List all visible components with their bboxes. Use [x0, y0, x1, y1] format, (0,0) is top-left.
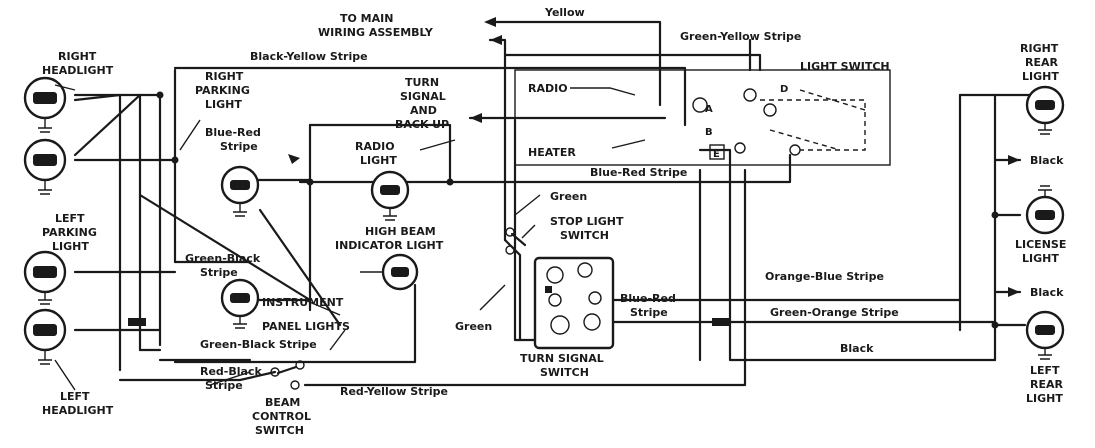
label-green-black-2: Green-Black Stripe: [200, 338, 317, 351]
beam-control-switch: [270, 360, 305, 390]
label-right-parking: LIGHT: [205, 98, 242, 111]
label-turn-signal: BACK-UP: [395, 118, 449, 131]
label-switch-a: A: [705, 104, 713, 115]
arrow-icon: [1008, 155, 1020, 165]
label-instrument: PANEL LIGHTS: [262, 320, 350, 333]
label-left-parking: LIGHT: [52, 240, 89, 253]
left-parking-lamp: [23, 250, 67, 305]
left-headlight-lamp: [23, 308, 67, 365]
splice-points: [128, 91, 999, 329]
label-switch-d: D: [780, 84, 788, 95]
label-license: LIGHT: [1022, 252, 1059, 265]
label-switch-b: B: [705, 127, 713, 138]
label-high-beam: INDICATOR LIGHT: [335, 239, 444, 252]
label-radio-light: LIGHT: [360, 154, 397, 167]
label-right-parking: PARKING: [195, 84, 250, 97]
turn-signal-switch-body: [533, 256, 615, 350]
label-stop-light: STOP LIGHT: [550, 215, 624, 228]
high-beam-indicator-lamp: [360, 253, 419, 291]
label-green-orange: Green-Orange Stripe: [770, 306, 899, 319]
switch-contact: [734, 142, 746, 154]
stop-light-switch: [505, 227, 527, 255]
label-orange-blue: Orange-Blue Stripe: [765, 270, 884, 283]
switch-contact: [789, 144, 801, 156]
label-black-3: Black: [1030, 286, 1064, 299]
label-turn-signal: TURN: [405, 76, 439, 89]
switch-terminal: [709, 144, 725, 160]
radio-light-lamp: [370, 170, 410, 221]
label-blue-red-stripe-2: Blue-Red Stripe: [590, 166, 687, 179]
label-heater: HEATER: [528, 146, 576, 159]
label-right-headlight: RIGHT: [58, 50, 97, 63]
label-blue-red-stripe: Stripe: [220, 140, 258, 153]
label-radio-light: RADIO: [355, 140, 395, 153]
arrow-icon: [484, 17, 496, 27]
label-black-2: Black: [1030, 154, 1064, 167]
label-left-rear: LEFT: [1030, 364, 1060, 377]
label-light-switch: LIGHT SWITCH: [800, 60, 890, 73]
arrows: [54, 17, 1020, 391]
label-green-2: Green: [455, 320, 492, 333]
right-parking-lamp: [23, 138, 67, 195]
label-red-black: Red-Black: [200, 365, 262, 378]
label-instrument: INSTRUMENT: [262, 296, 344, 309]
left-rear-lamp: [1025, 310, 1065, 360]
label-switch-e: E: [713, 149, 720, 160]
right-headlight-lamp: [23, 76, 67, 133]
label-left-headlight: HEADLIGHT: [42, 404, 114, 417]
label-right-rear: REAR: [1025, 56, 1058, 69]
right-rear-lamp: [1025, 85, 1065, 135]
label-left-headlight: LEFT: [60, 390, 90, 403]
instrument-light-lamp: [220, 165, 260, 217]
label-turn-signal: AND: [410, 104, 437, 117]
label-black-1: Black: [840, 342, 874, 355]
label-beam-control: SWITCH: [255, 424, 304, 437]
label-high-beam: HIGH BEAM: [365, 225, 436, 238]
arrow-icon: [1008, 287, 1020, 297]
label-green-black: Green-Black: [185, 252, 261, 265]
switch-contact: [692, 97, 708, 113]
label-license: LICENSE: [1015, 238, 1066, 251]
label-black-yellow-stripe: Black-Yellow Stripe: [250, 50, 368, 63]
label-radio: RADIO: [528, 82, 568, 95]
label-right-parking: RIGHT: [205, 70, 244, 83]
label-left-rear: REAR: [1030, 378, 1063, 391]
label-right-headlight: HEADLIGHT: [42, 64, 114, 77]
instrument-panel-lamp: [220, 278, 260, 329]
label-green-black: Stripe: [200, 266, 238, 279]
label-red-yellow: Red-Yellow Stripe: [340, 385, 448, 398]
light-switch-panel: [514, 69, 891, 166]
label-beam-control: BEAM: [265, 396, 300, 409]
switch-contact: [743, 88, 757, 102]
label-turn-signal: SIGNAL: [400, 90, 446, 103]
arrow-icon: [470, 113, 482, 123]
label-beam-control: CONTROL: [252, 410, 311, 423]
label-green-yellow-stripe: Green-Yellow Stripe: [680, 30, 801, 43]
label-to-main: TO MAIN: [340, 12, 393, 25]
label-green: Green: [550, 190, 587, 203]
label-turn-switch: SWITCH: [540, 366, 589, 379]
label-left-parking: PARKING: [42, 226, 97, 239]
label-yellow: Yellow: [544, 6, 585, 19]
label-turn-switch: TURN SIGNAL: [520, 352, 604, 365]
switch-contact: [763, 103, 777, 117]
label-red-black: Stripe: [205, 379, 243, 392]
label-blue-red-stripe: Blue-Red: [205, 126, 261, 139]
label-blue-red-stripe-3: Blue-Red: [620, 292, 676, 305]
label-blue-red-stripe-3: Stripe: [630, 306, 668, 319]
label-left-rear: LIGHT: [1026, 392, 1063, 405]
arrow-icon: [288, 154, 300, 164]
labels: TO MAIN WIRING ASSEMBLY Yellow Green-Yel…: [42, 6, 1066, 437]
arrow-icon: [490, 35, 502, 45]
label-left-parking: LEFT: [55, 212, 85, 225]
label-right-rear: RIGHT: [1020, 42, 1059, 55]
label-wiring-assembly: WIRING ASSEMBLY: [318, 26, 434, 39]
license-lamp: [1025, 185, 1065, 235]
label-stop-light: SWITCH: [560, 229, 609, 242]
label-right-rear: LIGHT: [1022, 70, 1059, 83]
